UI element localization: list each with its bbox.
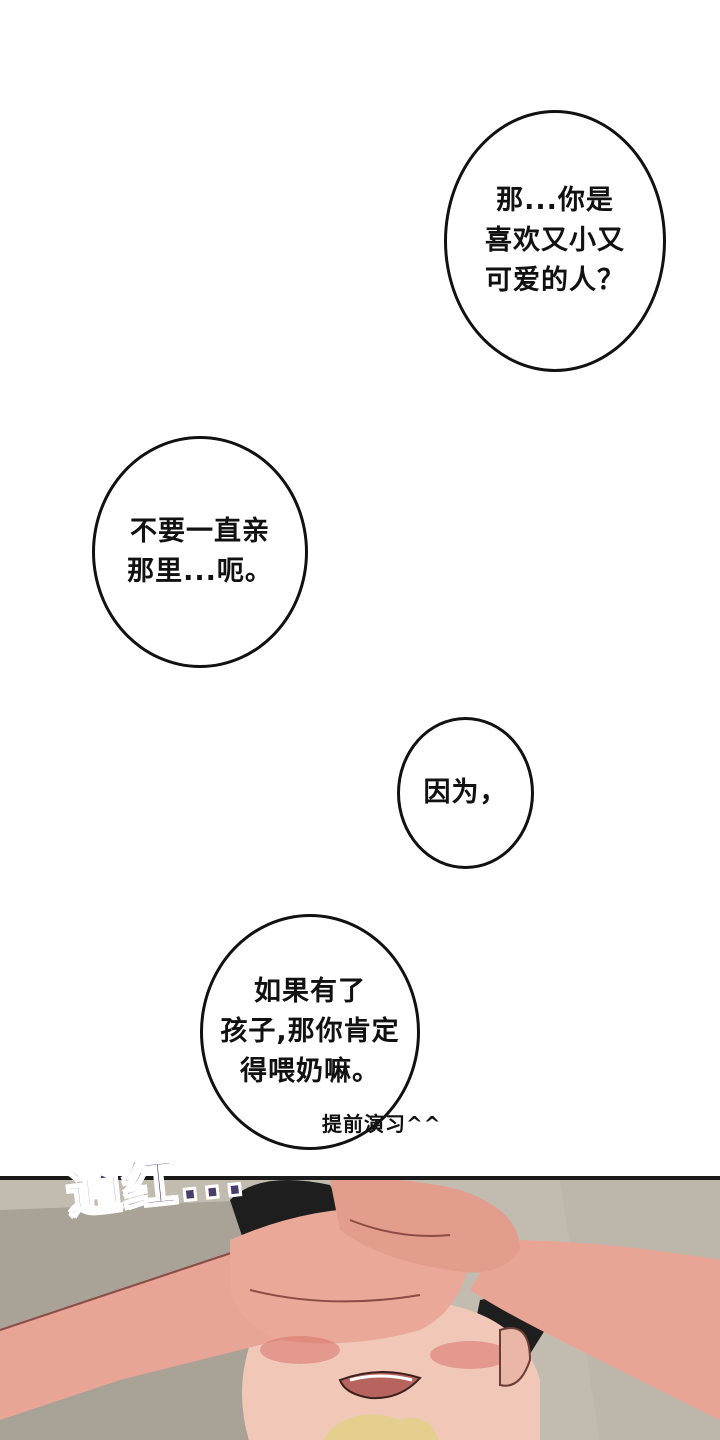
speech-bubble-text: 那...你是 喜欢又小又 可爱的人？	[485, 185, 625, 296]
speech-bubble-text: 因为，	[423, 777, 508, 808]
speech-bubble-text: 如果有了 孩子,那你肯定 得喂奶嘛。	[220, 976, 400, 1087]
speech-bubble: 因为，	[397, 717, 534, 869]
illustration-art	[0, 1180, 720, 1440]
comic-panel-illustration	[0, 1176, 720, 1440]
aside-note: 提前演习^^	[322, 1112, 442, 1136]
speech-bubble: 那...你是 喜欢又小又 可爱的人？	[444, 110, 666, 372]
speech-bubble: 如果有了 孩子,那你肯定 得喂奶嘛。	[200, 914, 420, 1150]
speech-bubble-text: 不要一直亲 那里...呃。	[127, 516, 273, 587]
speech-bubble: 不要一直亲 那里...呃。	[92, 436, 308, 668]
